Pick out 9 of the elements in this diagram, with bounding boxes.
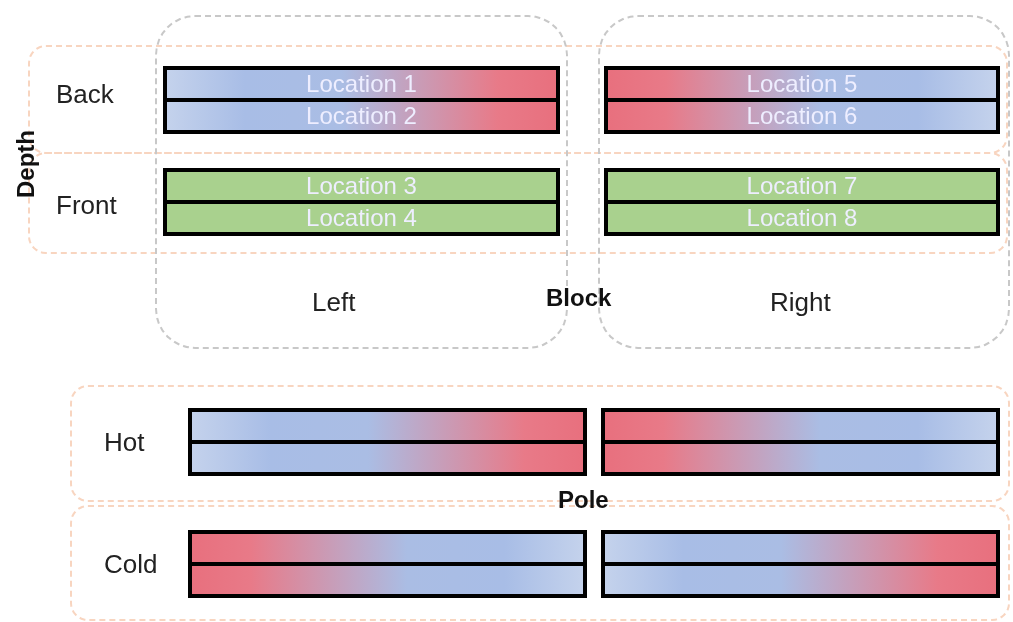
axis-label: Depth bbox=[12, 130, 40, 198]
axis-label: Pole bbox=[558, 486, 609, 514]
row-label: Left bbox=[312, 287, 356, 318]
row-label: Cold bbox=[104, 549, 158, 580]
row-label: Right bbox=[770, 287, 831, 318]
axis-label: Block bbox=[546, 284, 612, 312]
row-label: Front bbox=[56, 190, 117, 221]
row-label: Back bbox=[56, 79, 114, 110]
row-label: Hot bbox=[104, 427, 145, 458]
